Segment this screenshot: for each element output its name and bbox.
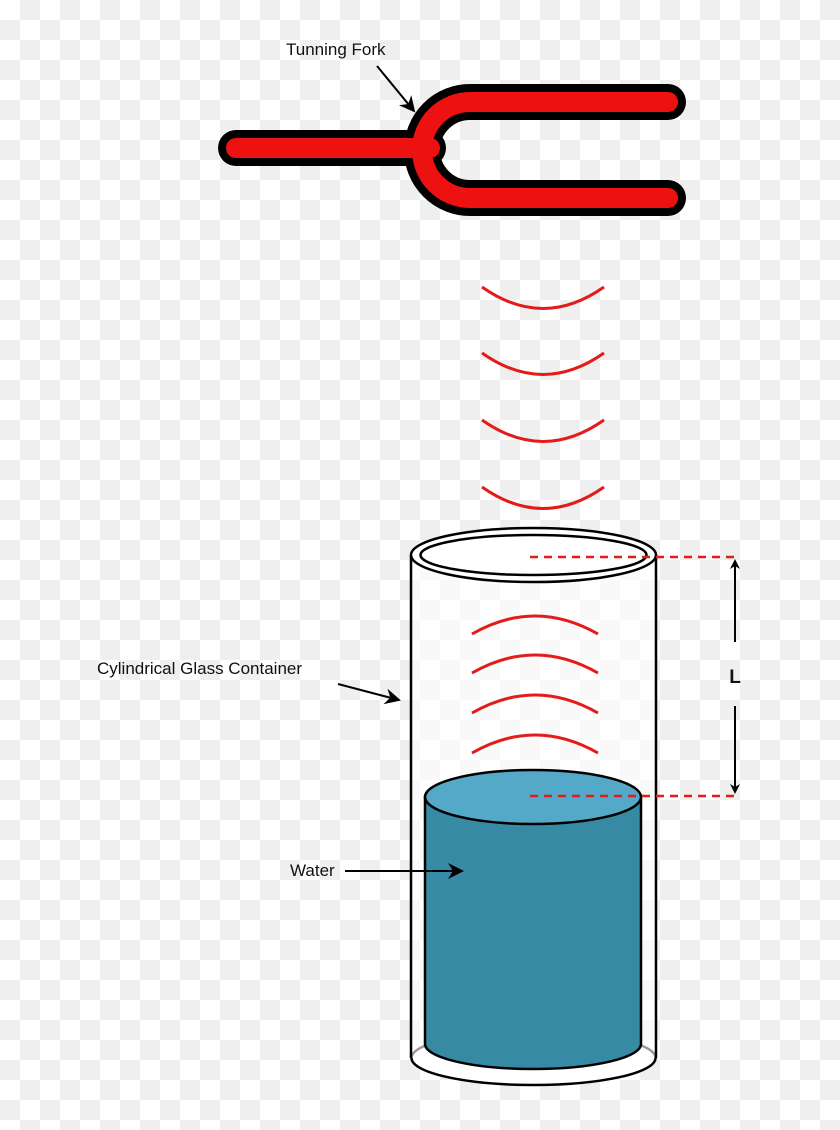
wave-arc [471,693,599,715]
tuning-fork [218,84,686,216]
sound-waves-outside [481,285,605,510]
tuning-fork-arrow [376,65,416,113]
wave-arc [481,285,605,310]
wave-arc [481,485,605,510]
wave-arc [481,351,605,376]
wave-arc [481,418,605,443]
wave-arc [471,733,599,755]
container-arrow [337,683,401,705]
water-column [423,768,643,1071]
water-label: Water [290,861,335,880]
wave-arc [471,614,599,636]
wave-arc [471,653,599,675]
sound-waves-inside [471,614,599,755]
tuning-fork-label: Tunning Fork [286,40,386,59]
length-dimension: L [729,559,741,794]
container-label: Cylindrical Glass Container [97,659,302,678]
length-label: L [729,667,741,688]
